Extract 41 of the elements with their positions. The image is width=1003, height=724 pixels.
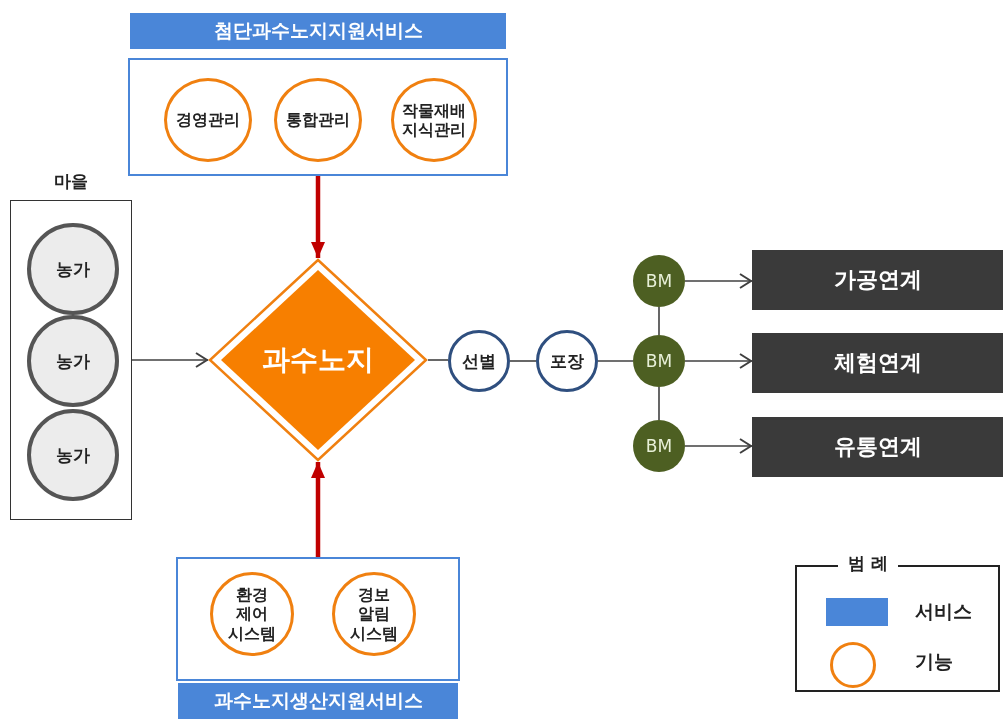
bm-circle [633, 255, 685, 307]
node-label: 통합관리 [285, 110, 351, 130]
node-label: 가공연계 [833, 266, 922, 294]
node-label: BM [645, 270, 673, 292]
arrow [311, 462, 325, 557]
connector-line [658, 306, 660, 336]
arrow [684, 438, 753, 454]
connector-line [597, 360, 634, 362]
connector-line [509, 360, 537, 362]
legend-label: 기능 [915, 650, 953, 673]
node-label: 작물재배 지식관리 [401, 100, 467, 140]
arrow [684, 273, 753, 289]
node-label: 체험연계 [833, 349, 922, 377]
node-label: BM [645, 350, 673, 372]
connector-line [427, 359, 449, 361]
node-label: 농가 [56, 258, 90, 280]
node-label: 농가 [56, 444, 90, 466]
node-label: BM [645, 435, 673, 457]
legend-title: 범 례 [838, 553, 898, 574]
node-label: 환경 제어 시스템 [227, 585, 277, 643]
linkage-box [752, 333, 1003, 393]
bm-circle [633, 335, 685, 387]
group-heading: 마을 [53, 171, 89, 192]
legend-label: 서비스 [915, 600, 972, 623]
connector-line [658, 386, 660, 421]
node-label: 선별 [462, 350, 496, 372]
service-title-bar: 첨단과수노지지원서비스 [130, 13, 506, 49]
service-title-bar: 과수노지생산지원서비스 [178, 683, 458, 719]
arrow [131, 352, 209, 368]
node-label: 유통연계 [833, 433, 922, 461]
arrow [311, 176, 325, 258]
linkage-box [752, 417, 1003, 477]
arrow [684, 353, 753, 369]
node-label: 경보 알림 시스템 [349, 585, 399, 643]
node-label: 과수노지 [262, 343, 374, 377]
orchard-diamond [208, 258, 428, 462]
linkage-box [752, 250, 1003, 310]
bm-circle [633, 420, 685, 472]
node-label: 경영관리 [175, 110, 241, 130]
node-label: 포장 [550, 350, 584, 372]
node-label: 농가 [56, 350, 90, 372]
